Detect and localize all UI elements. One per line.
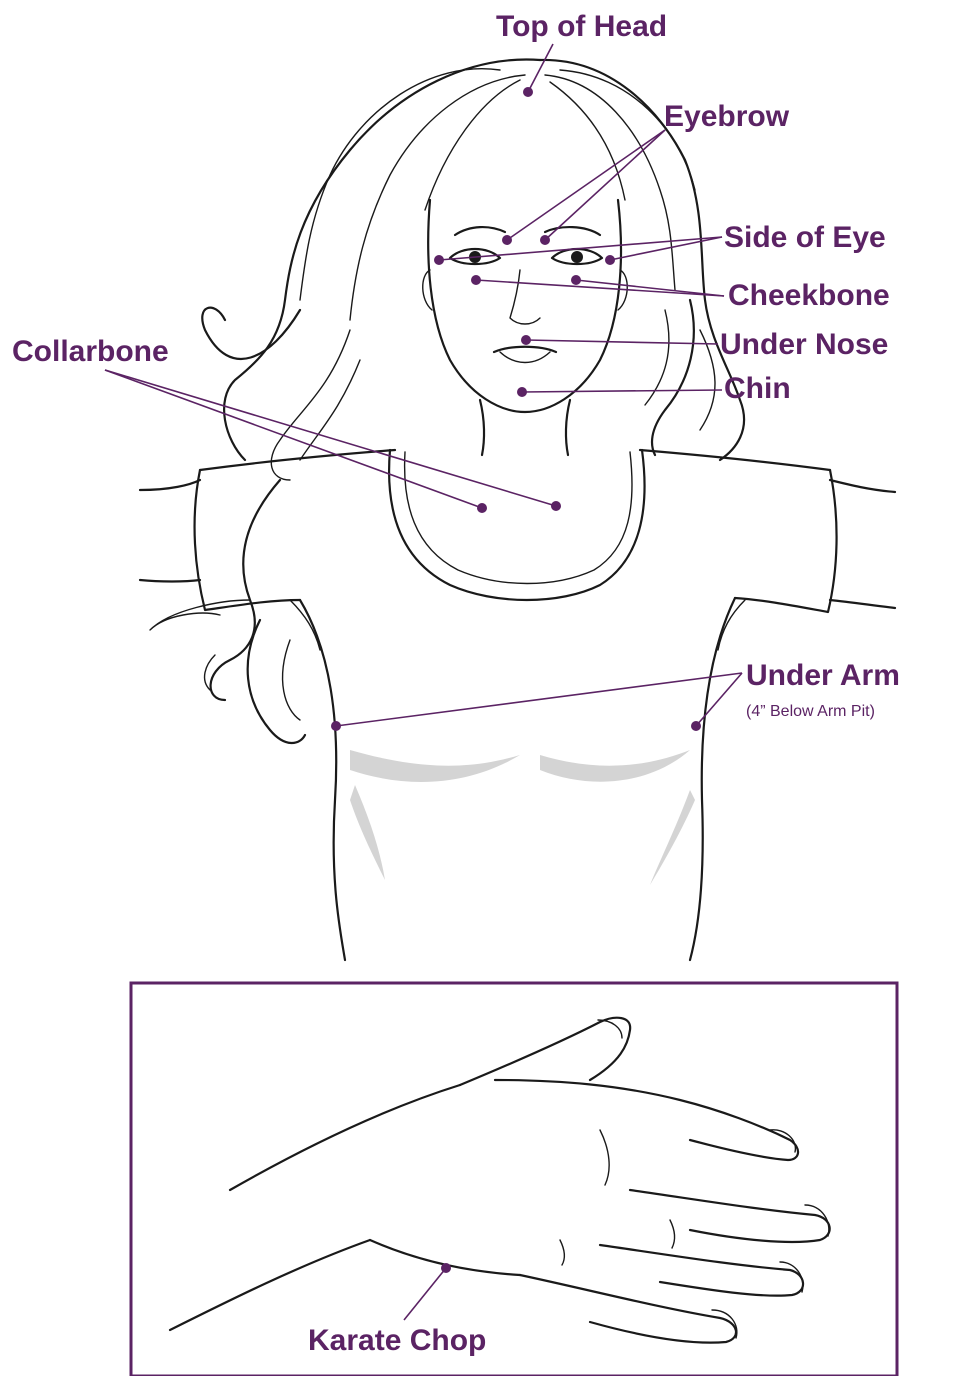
- point-cheekbone-left: [471, 275, 481, 285]
- label-under-arm-note: (4” Below Arm Pit): [746, 703, 875, 720]
- face-illustration: [423, 200, 628, 455]
- label-under-nose: Under Nose: [720, 328, 888, 361]
- woman-illustration: [140, 60, 895, 960]
- label-collarbone: Collarbone: [12, 335, 169, 368]
- point-side-of-eye-right: [605, 255, 615, 265]
- point-collarbone-left: [477, 503, 487, 513]
- label-top-of-head: Top of Head: [496, 10, 667, 43]
- label-karate-chop: Karate Chop: [308, 1324, 486, 1357]
- point-karate-chop: [441, 1263, 451, 1273]
- point-eyebrow-left: [502, 235, 512, 245]
- point-chin: [517, 387, 527, 397]
- point-eyebrow-right: [540, 235, 550, 245]
- point-cheekbone-right: [571, 275, 581, 285]
- point-under-arm-right: [691, 721, 701, 731]
- point-under-arm-left: [331, 721, 341, 731]
- hand-inset: Karate Chop: [131, 983, 897, 1376]
- point-collarbone-right: [551, 501, 561, 511]
- label-side-of-eye: Side of Eye: [724, 221, 886, 254]
- point-under-nose: [521, 335, 531, 345]
- label-under-arm: Under Arm: [746, 659, 900, 692]
- label-eyebrow: Eyebrow: [664, 100, 790, 133]
- label-chin: Chin: [724, 372, 791, 405]
- point-top-of-head: [523, 87, 533, 97]
- hand-inset-frame: [131, 983, 897, 1376]
- hair-illustration: [150, 60, 744, 743]
- label-cheekbone: Cheekbone: [728, 279, 890, 312]
- point-side-of-eye-left: [434, 255, 444, 265]
